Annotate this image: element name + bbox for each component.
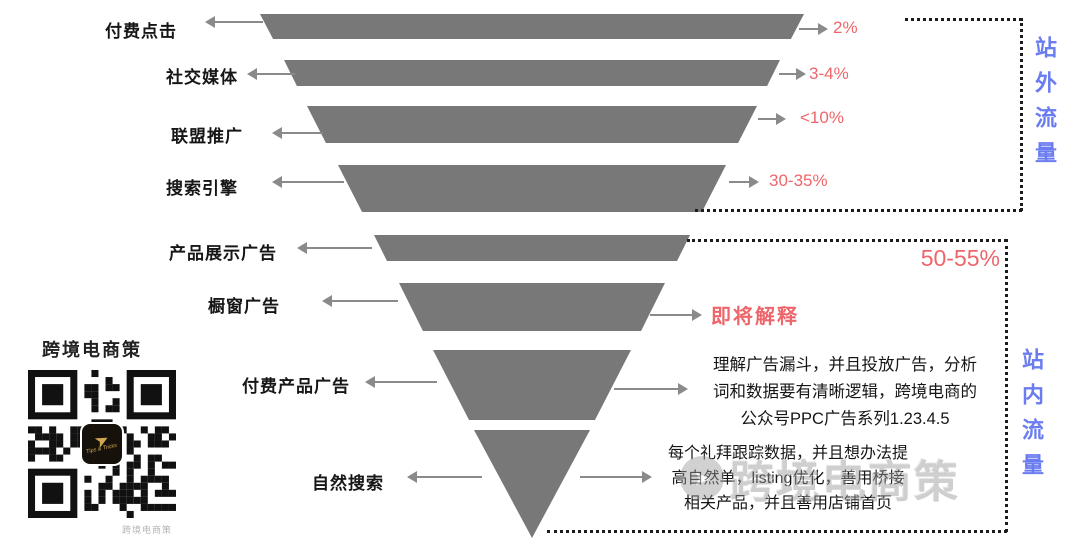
qr-micro-watermark: 跨境电商策 [122,525,173,535]
funnel-bar-social-media [284,60,780,86]
right-arrow-icon [799,23,828,35]
level-label-social-media: 社交媒体 [166,68,238,87]
right-arrow-icon [779,68,806,80]
funnel-bar-paid-product-ads [433,350,631,420]
organic-note-line: 高自然单，listing优化，善用桥接 [671,470,905,487]
right-arrow-icon [650,309,702,321]
organic-note-line: 每个礼拜跟踪数据，并且想办法提 [667,445,908,462]
onsite-traffic-label: 站内流量 [1019,348,1044,488]
qr-code-image [28,370,176,518]
organic-note: 每个礼拜跟踪数据，并且想办法提 高自然单，listing优化，善用桥接 相关产品… [638,441,938,516]
left-arrow-icon [205,16,263,28]
right-arrow-icon [614,383,688,395]
level-label-organic-search: 自然搜索 [312,474,384,493]
value-social-media: 3-4% [809,64,849,83]
onsite-bracket-vertical-line [1005,239,1008,532]
qr-account-title: 跨境电商策 [42,340,142,360]
level-label-affiliate: 联盟推广 [171,127,243,146]
funnel-bar-organic-search [474,430,590,538]
left-arrow-icon [322,295,398,307]
ppc-note: 理解广告漏斗，并且投放广告，分析 词和数据要有清晰逻辑，跨境电商的 公众号PPC… [686,352,1004,433]
onsite-share-value: 50-55% [920,245,1000,271]
offsite-traffic-label: 站外流量 [1032,36,1057,176]
funnel-bar-showcase-ads [399,283,665,331]
onsite-bracket-bottom-line [547,530,1007,533]
coming-soon-note: 即将解释 [711,306,799,328]
level-label-paid-clicks: 付费点击 [105,22,177,41]
level-label-search-engine: 搜索引擎 [166,179,238,198]
right-arrow-icon [758,113,786,125]
left-arrow-icon [297,242,372,254]
value-affiliate: <10% [800,108,844,127]
offsite-bracket-vertical-line [1020,18,1023,211]
value-paid-clicks: 2% [833,18,858,37]
qr-logo-text: Tips & Tricks [86,442,118,456]
organic-note-line: 相关产品，并且善用店铺首页 [683,495,892,512]
funnel-bar-paid-clicks [260,14,804,39]
ppc-note-line: 词和数据要有清晰逻辑，跨境电商的 [713,383,977,401]
funnel-bar-display-ads [374,235,690,261]
left-arrow-icon [247,68,295,80]
right-arrow-icon [729,176,759,188]
value-search-engine: 30-35% [769,171,828,190]
ppc-note-line: 公众号PPC广告系列1.23.4.5 [740,410,950,428]
left-arrow-icon [365,376,437,388]
left-arrow-icon [272,176,344,188]
level-label-paid-product-ads: 付费产品广告 [242,377,350,396]
right-arrow-icon [580,471,652,483]
funnel-bar-search-engine [338,165,726,212]
offsite-bracket-top-line [905,18,1022,21]
level-label-showcase-ads: 橱窗广告 [208,297,280,316]
level-label-display-ads: 产品展示广告 [169,244,277,263]
left-arrow-icon [407,471,482,483]
offsite-bracket-bottom-line [695,209,1022,212]
ppc-note-line: 理解广告漏斗，并且投放广告，分析 [713,356,977,374]
qr-code [28,370,176,518]
left-arrow-icon [272,127,323,139]
onsite-bracket-top-line [687,239,1007,242]
qr-center-logo: ➤ Tips & Tricks [82,424,122,464]
funnel-bar-affiliate [307,106,757,143]
